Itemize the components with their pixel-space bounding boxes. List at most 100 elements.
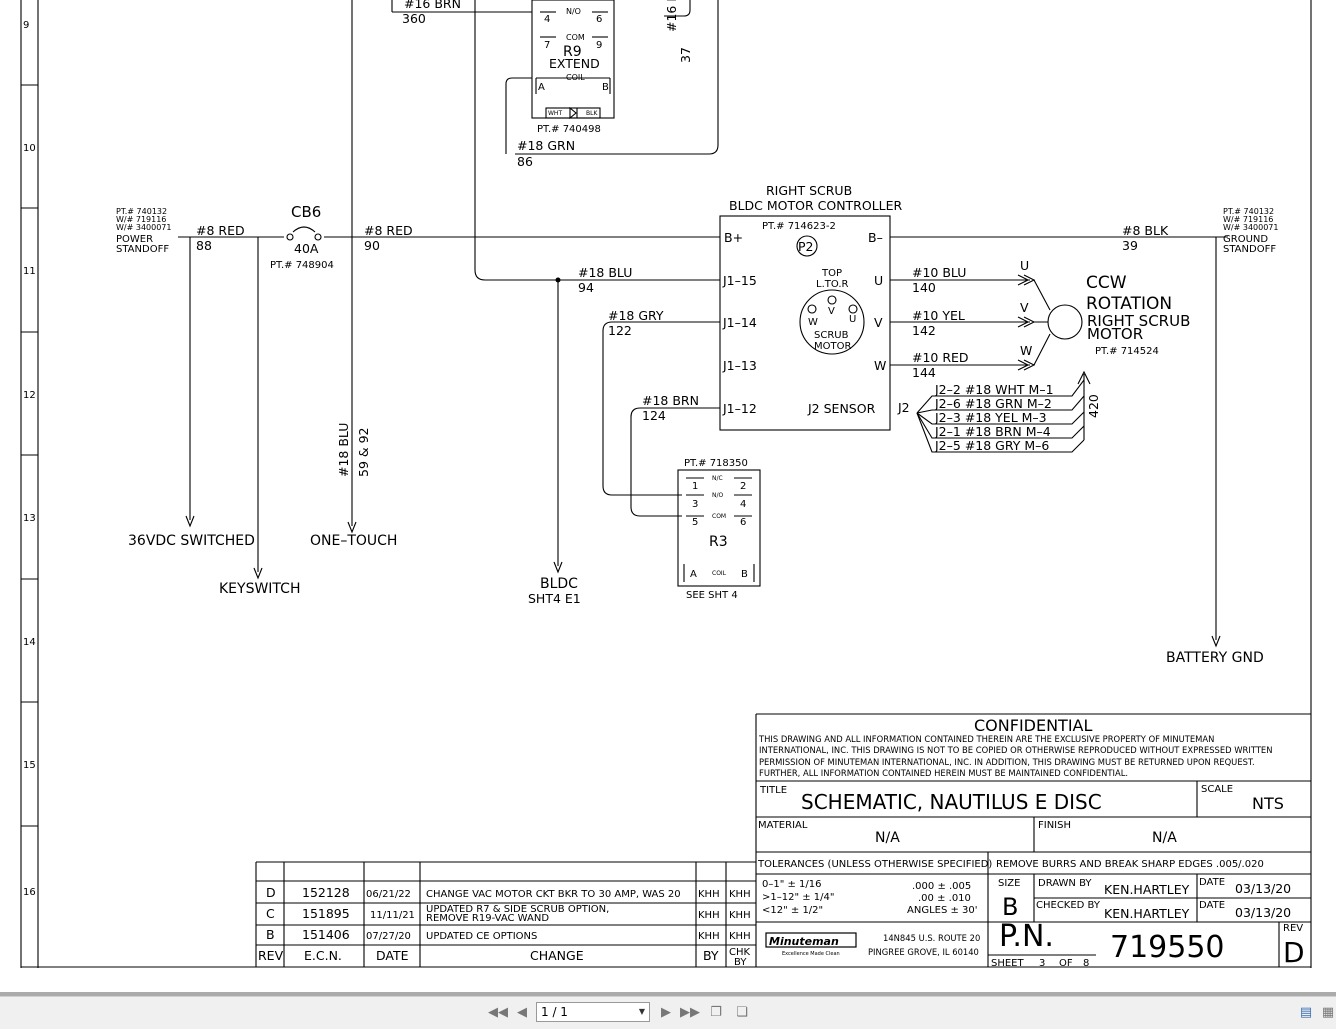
svg-text:V: V [1020,300,1029,315]
svg-text:Excellence Made Clean: Excellence Made Clean [782,951,840,957]
last-page-icon[interactable]: ▶▶ [680,1005,700,1020]
svg-text:RIGHT SCRUB: RIGHT SCRUB [766,183,852,198]
svg-text:SHEET: SHEET [991,958,1025,969]
svg-text:FURTHER, ALL INFORMATION CONTA: FURTHER, ALL INFORMATION CONTAINED HEREI… [759,768,1128,778]
relay-r9: N/O COM COIL 4 6 7 9 R9 EXTEND A B WHT B… [531,0,615,135]
svg-text:J2–5 #18 GRY M–6: J2–5 #18 GRY M–6 [934,438,1049,453]
svg-text:U: U [1020,258,1029,273]
title-block: CONFIDENTIAL THIS DRAWING AND ALL INFORM… [755,713,1311,969]
svg-text:BY: BY [734,957,747,968]
svg-text:CHANGE: CHANGE [530,948,584,963]
relay-r3: PT.# 718350 N/C N/O COM 1 2 3 4 5 6 R3 A… [677,458,761,601]
wire-number: 88 [196,238,212,253]
svg-text:RIGHT SCRUB: RIGHT SCRUB [1087,312,1190,330]
terminal-one-touch: ONE–TOUCH [310,533,397,549]
svg-text:B: B [1002,893,1018,921]
svg-text:E.C.N.: E.C.N. [304,948,342,963]
svg-text:THIS DRAWING AND ALL INFORMATI: THIS DRAWING AND ALL INFORMATION CONTAIN… [758,734,1214,744]
svg-text:06/21/22: 06/21/22 [366,889,411,900]
svg-text:W/# 3400071: W/# 3400071 [116,223,171,232]
wire-label: #18 BLU [578,265,632,280]
svg-text:420: 420 [1086,394,1101,418]
svg-text:KHH: KHH [729,931,751,942]
first-page-icon[interactable]: ◀◀ [488,1005,508,1020]
wire-label: #10 BLU [912,265,966,280]
svg-text:TOP: TOP [821,268,842,279]
right-scrub-motor: U V W CCW ROTATION RIGHT SCRUB MOTOR PT.… [1020,258,1190,358]
svg-text:U: U [874,273,883,288]
svg-text:V: V [874,315,883,330]
svg-text:DATE: DATE [376,948,409,963]
wire-label: #8 BLK [1122,223,1169,238]
svg-text:W: W [874,358,886,373]
svg-text:PT.# 740132: PT.# 740132 [116,207,167,216]
svg-text:MOTOR: MOTOR [1087,325,1143,343]
page-copy-icon[interactable]: ❐ [710,1005,722,1020]
ground-standoff: PT.# 740132 W/# 719116 W/# 3400071 GROUN… [1223,207,1278,255]
wire-label: #18 BRN [642,393,699,408]
svg-text:J2–6 #18 GRN M–2: J2–6 #18 GRN M–2 [934,396,1052,411]
next-page-icon[interactable]: ▶ [661,1005,671,1020]
svg-text:N/A: N/A [1152,830,1177,846]
svg-text:CONFIDENTIAL: CONFIDENTIAL [974,716,1092,735]
svg-text:STANDOFF: STANDOFF [1223,244,1276,255]
svg-text:W/# 719116: W/# 719116 [1223,215,1273,224]
svg-text:KHH: KHH [698,889,720,900]
svg-text:PT.# 714623-2: PT.# 714623-2 [762,221,836,232]
svg-text:A: A [690,569,697,580]
svg-text:KEN.HARTLEY: KEN.HARTLEY [1104,906,1190,921]
wire-number: 124 [642,408,666,423]
wire-label: #10 RED [912,350,969,365]
svg-text:B: B [266,927,275,942]
continuous-view-icon[interactable]: ▦ [1321,1005,1335,1020]
svg-text:N/A: N/A [875,830,900,846]
page-number-value: 1 / 1 [541,1005,568,1019]
svg-text:UPDATED R7 & SIDE SCRUB OPTION: UPDATED R7 & SIDE SCRUB OPTION, [426,904,609,915]
pdf-viewer-toolbar: ◀◀ ◀ 1 / 1 ▼ ▶ ▶▶ ❐ ❏ ▤ ▦ [0,996,1336,1029]
row-number: 15 [23,760,36,771]
svg-text:STANDOFF: STANDOFF [116,244,169,255]
svg-text:03/13/20: 03/13/20 [1235,881,1291,896]
svg-text:R3: R3 [709,534,728,550]
svg-text:J2: J2 [897,400,910,415]
svg-text:U: U [849,314,856,325]
wire-label: #18 GRY [608,308,664,323]
svg-text:>1–12" ± 1/4": >1–12" ± 1/4" [762,892,835,903]
svg-text:07/27/20: 07/27/20 [366,931,411,942]
svg-text:J2–2 #18 WHT M–1: J2–2 #18 WHT M–1 [934,382,1054,397]
single-page-view-icon[interactable]: ▤ [1299,1005,1313,1020]
schematic-drawing: 9 10 11 12 13 14 15 16 #16 BRN 360 #16 B… [20,0,1312,969]
svg-text:ANGLES ± 30': ANGLES ± 30' [907,905,978,916]
svg-text:J1–13: J1–13 [722,358,757,373]
chevron-down-icon[interactable]: ▼ [638,1007,645,1016]
page-number-input[interactable]: 1 / 1 ▼ [536,1002,650,1022]
svg-text:.000 ± .005: .000 ± .005 [912,881,971,892]
svg-text:KHH: KHH [729,889,751,900]
svg-text:N/O: N/O [712,492,724,499]
wire-number: 144 [912,365,936,380]
svg-text:PINGREE GROVE, IL 60140: PINGREE GROVE, IL 60140 [868,947,979,957]
svg-text:PERMISSION OF MINUTEMAN INTERN: PERMISSION OF MINUTEMAN INTERNATIONAL, I… [759,757,1255,767]
svg-text:GROUND: GROUND [1223,234,1268,245]
relay-r9-com: COM [566,33,585,42]
svg-text:N/C: N/C [712,475,723,482]
svg-text:REMOVE R19-VAC WAND: REMOVE R19-VAC WAND [426,913,549,924]
page-layout-icon[interactable]: ❏ [736,1005,748,1020]
svg-text:J2 SENSOR: J2 SENSOR [807,401,876,416]
svg-text:B–: B– [868,230,883,245]
relay-r9-pin: 4 [544,14,550,25]
svg-text:KHH: KHH [698,931,720,942]
drawing-sheet: 9 10 11 12 13 14 15 16 #16 BRN 360 #16 B… [0,0,1336,992]
svg-text:FINISH: FINISH [1038,820,1071,831]
relay-r9-no: N/O [566,7,581,16]
svg-text:CHANGE VAC MOTOR CKT BKR TO 30: CHANGE VAC MOTOR CKT BKR TO 30 AMP, WAS … [426,889,681,900]
svg-text:2: 2 [740,481,746,492]
svg-text:DRAWN BY: DRAWN BY [1038,878,1092,889]
svg-text:TITLE: TITLE [759,785,787,796]
previous-page-icon[interactable]: ◀ [517,1005,527,1020]
svg-text:5: 5 [692,517,698,528]
svg-text:D: D [266,885,276,900]
relay-r9-part: PT.# 740498 [537,124,601,135]
terminal-battery-gnd: BATTERY GND [1166,650,1264,666]
svg-text:REV: REV [1283,923,1303,934]
